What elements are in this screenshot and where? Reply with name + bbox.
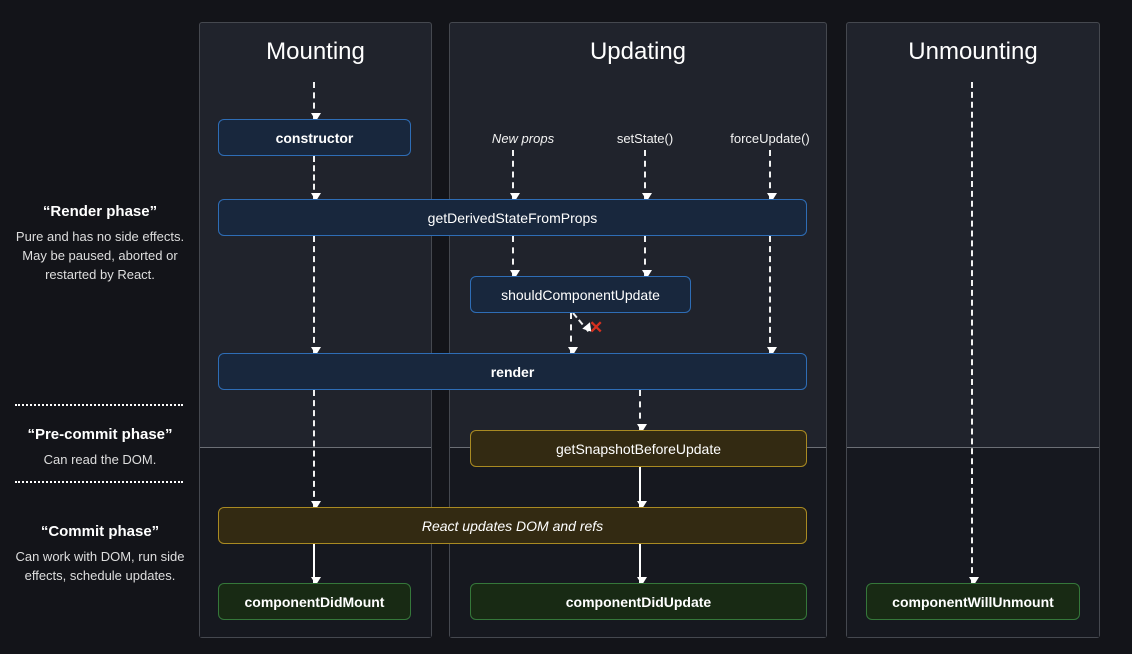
dotted-divider-bottom bbox=[15, 481, 183, 483]
arrow-force-update-to-derived bbox=[767, 150, 777, 201]
method-component-did-mount[interactable]: componentDidMount bbox=[218, 583, 411, 620]
abort-x-icon: ✕ bbox=[589, 318, 604, 337]
arrow-derived-to-render-mount bbox=[311, 236, 321, 355]
trigger-force-update: forceUpdate() bbox=[730, 131, 810, 146]
method-get-derived-state-from-props[interactable]: getDerivedStateFromProps bbox=[218, 199, 807, 236]
arrow-dom-update-to-did-mount bbox=[311, 544, 321, 585]
method-component-did-update[interactable]: componentDidUpdate bbox=[470, 583, 807, 620]
method-get-snapshot-before-update[interactable]: getSnapshotBeforeUpdate bbox=[470, 430, 807, 467]
commit-phase-desc: Can work with DOM, run side effects, sch… bbox=[15, 549, 185, 583]
arrow-constructor-to-derived bbox=[311, 156, 321, 201]
arrow-new-props-to-derived bbox=[510, 150, 520, 201]
render-phase-label: “Render phase” Pure and has no side effe… bbox=[8, 203, 192, 284]
arrow-force-update-bypass-to-render bbox=[767, 236, 777, 355]
trigger-new-props: New props bbox=[491, 131, 555, 146]
mounting-header: Mounting bbox=[266, 38, 365, 65]
arrow-dom-update-to-did-update bbox=[637, 544, 647, 585]
updating-header: Updating bbox=[589, 38, 687, 65]
method-should-component-update[interactable]: shouldComponentUpdate bbox=[470, 276, 691, 313]
dotted-divider-top bbox=[15, 404, 183, 406]
react-updates-dom-and-refs: React updates DOM and refs bbox=[218, 507, 807, 544]
arrow-set-state-to-derived bbox=[642, 150, 652, 201]
unmounting-header: Unmounting bbox=[908, 38, 1038, 65]
pre-commit-phase-label: “Pre-commit phase” Can read the DOM. bbox=[8, 426, 192, 469]
arrow-snapshot-to-dom-update bbox=[637, 467, 647, 509]
trigger-set-state: setState() bbox=[616, 131, 674, 146]
render-phase-title: “Render phase” bbox=[42, 203, 158, 220]
pre-commit-phase-desc: Can read the DOM. bbox=[43, 452, 157, 467]
arrow-render-to-dom-update-mount bbox=[311, 390, 321, 509]
arrow-mounting-to-constructor bbox=[311, 82, 321, 121]
pre-commit-phase-title: “Pre-commit phase” bbox=[27, 426, 173, 443]
arrow-derived-to-should-update-left bbox=[510, 236, 520, 278]
commit-phase-title: “Commit phase” bbox=[40, 523, 160, 540]
method-constructor[interactable]: constructor bbox=[218, 119, 411, 156]
arrow-derived-to-should-update-right bbox=[642, 236, 652, 278]
arrow-render-to-snapshot bbox=[637, 390, 647, 432]
arrow-should-update-to-render bbox=[568, 313, 578, 355]
method-component-will-unmount[interactable]: componentWillUnmount bbox=[866, 583, 1080, 620]
commit-phase-label: “Commit phase” Can work with DOM, run si… bbox=[8, 523, 192, 585]
arrow-unmounting-to-will-unmount bbox=[969, 82, 979, 585]
unmounting-panel bbox=[846, 22, 1100, 638]
method-render[interactable]: render bbox=[218, 353, 807, 390]
render-phase-desc: Pure and has no side effects. May be pau… bbox=[15, 229, 185, 282]
